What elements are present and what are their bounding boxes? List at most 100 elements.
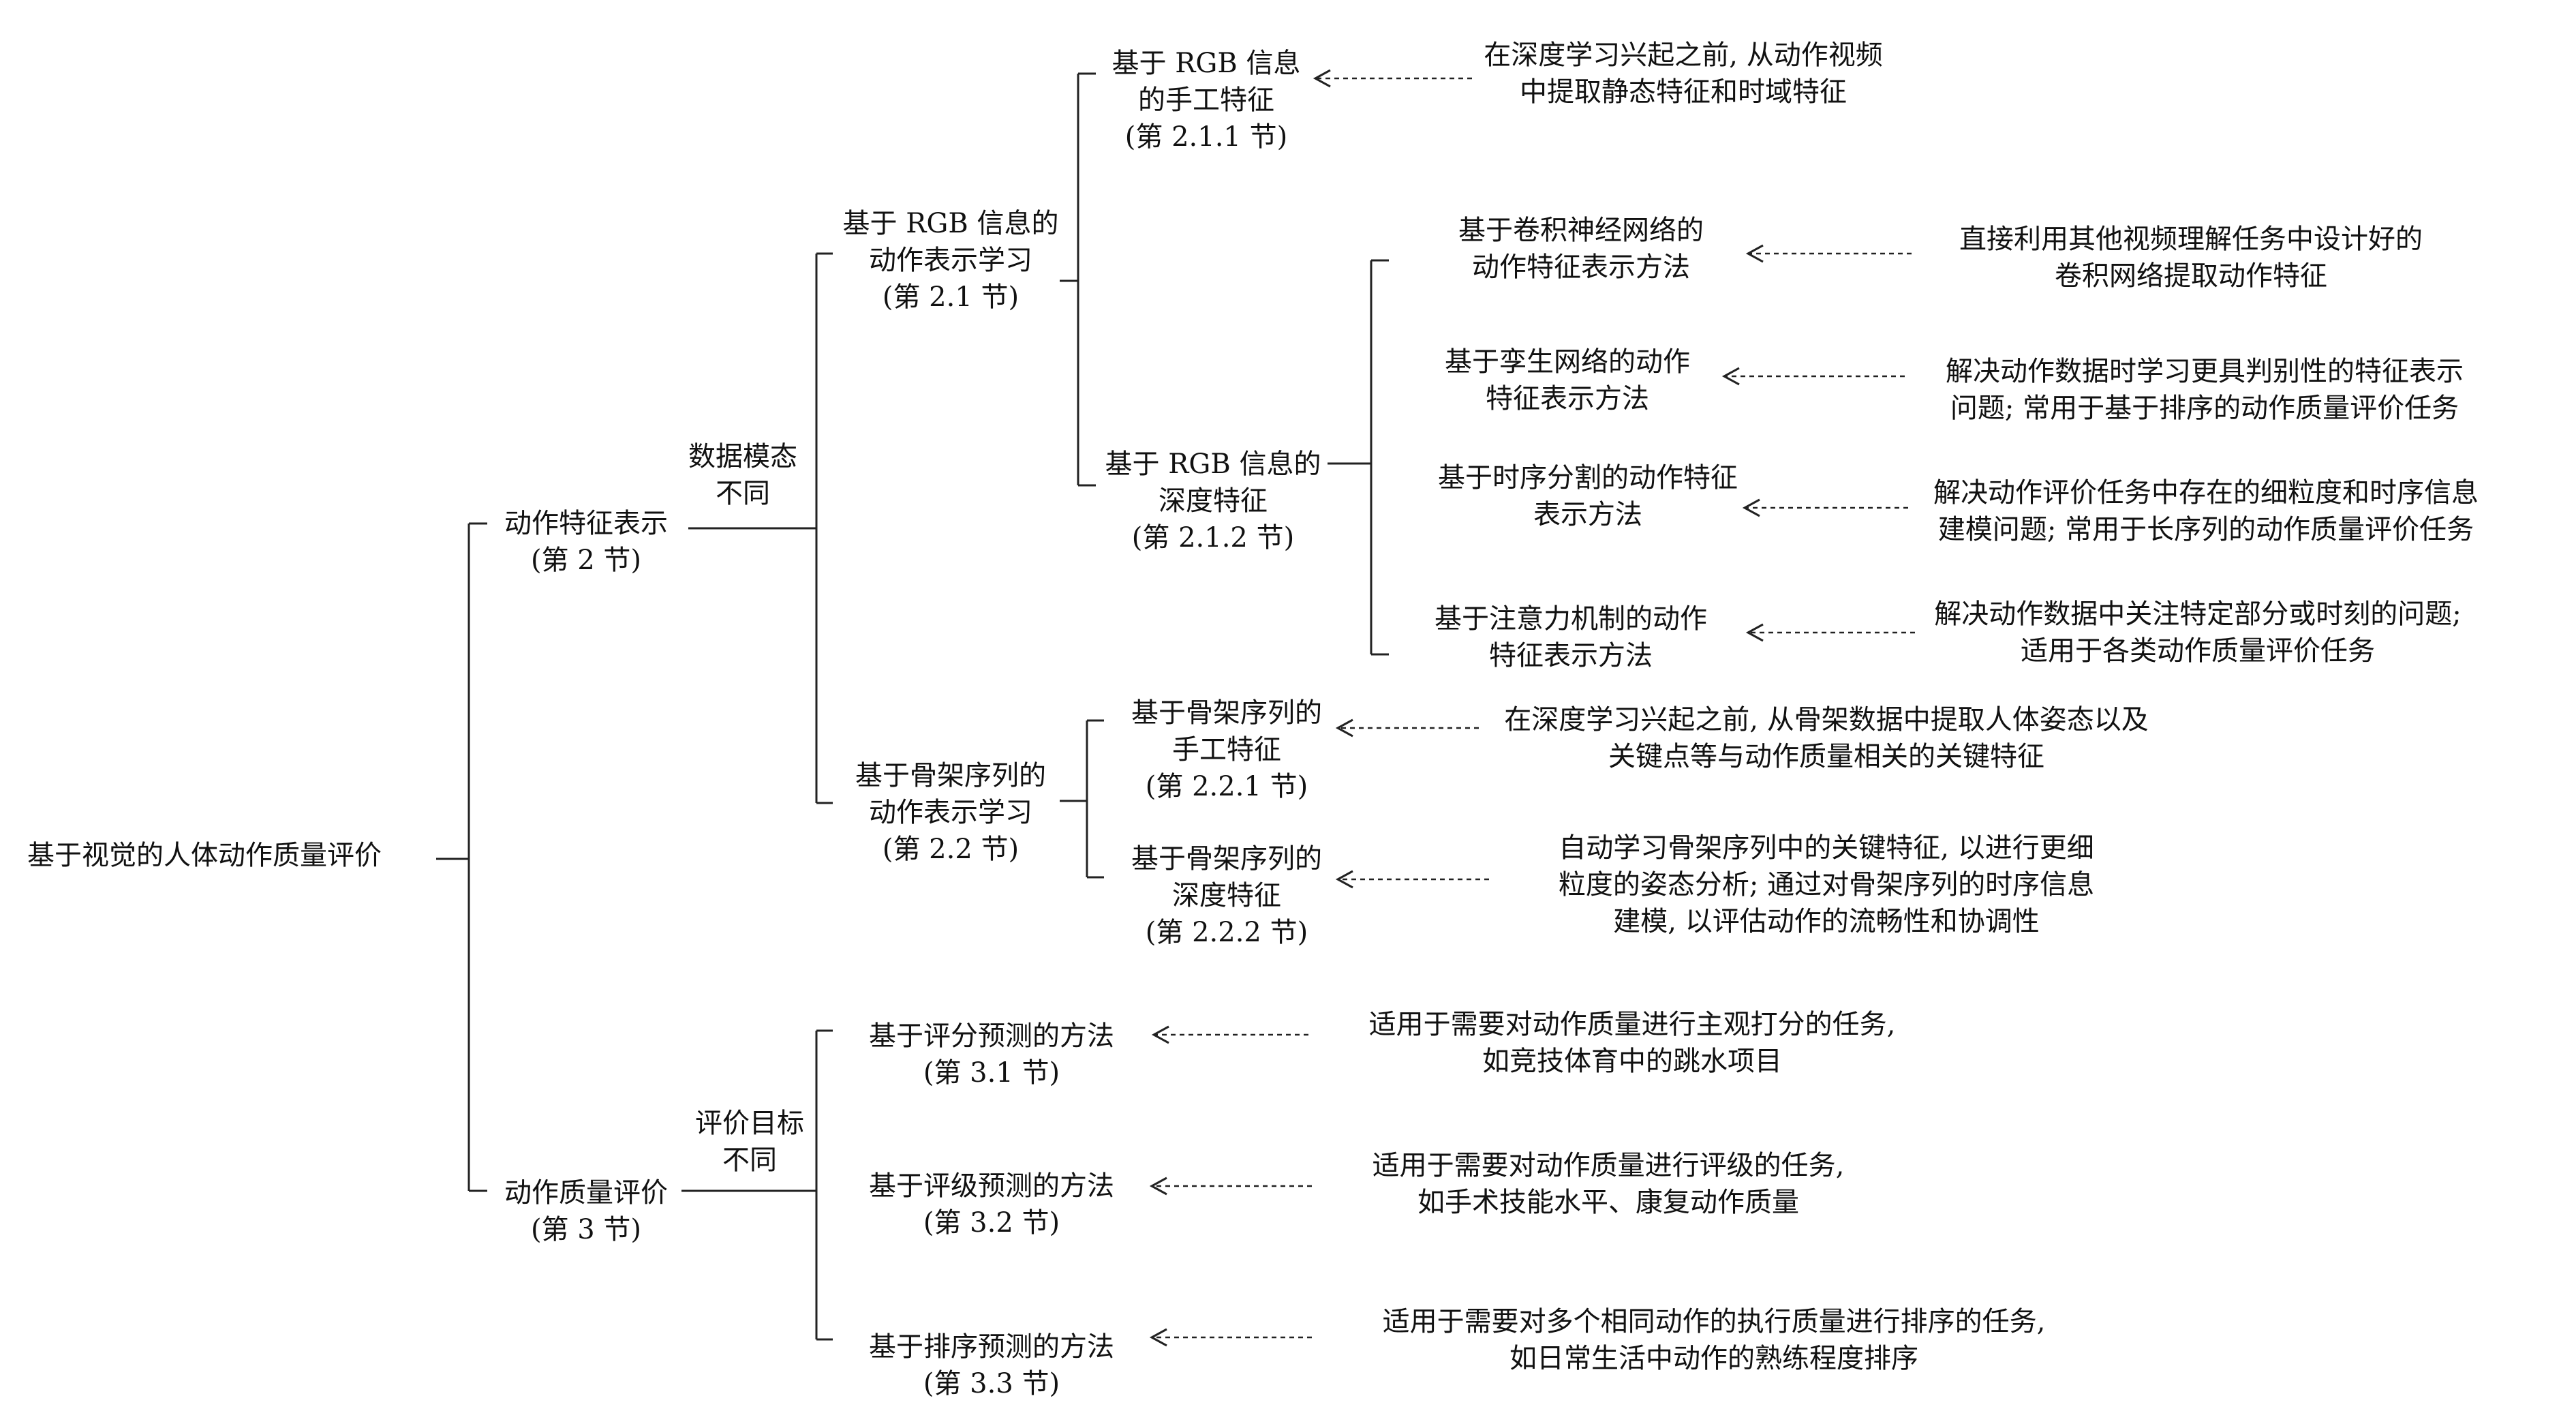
node-line: 评价目标 xyxy=(695,1108,804,1139)
node-line: 动作质量评价 xyxy=(504,1177,668,1209)
node-line: 基于注意力机制的动作 xyxy=(1435,603,1707,635)
cnn-method-note: 直接利用其他视频理解任务中设计好的 卷积网络提取动作特征 xyxy=(1959,221,2423,294)
note-line: 建模, 以评估动作的流畅性和协调性 xyxy=(1613,906,2040,937)
node-line: 基于评级预测的方法 xyxy=(869,1170,1114,1202)
node-line: (第 2.1.1 节) xyxy=(1124,121,1288,153)
skeleton-handcrafted-node: 基于骨架序列的 手工特征 (第 2.2.1 节) xyxy=(1131,695,1322,805)
note-line: 如日常生活中动作的熟练程度排序 xyxy=(1509,1343,1918,1374)
node-line: 特征表示方法 xyxy=(1489,640,1653,671)
siamese-method-node: 基于孪生网络的动作 特征表示方法 xyxy=(1445,344,1690,417)
rank-prediction-note: 适用于需要对多个相同动作的执行质量进行排序的任务, 如日常生活中动作的熟练程度排… xyxy=(1383,1303,2046,1377)
node-line: 基于孪生网络的动作 xyxy=(1445,346,1690,378)
node-line: (第 2 节) xyxy=(530,545,642,576)
note-line: 解决动作数据中关注特定部分或时刻的问题; xyxy=(1934,598,2462,630)
arrow-siamese-head xyxy=(1721,367,1740,386)
note-line: 在深度学习兴起之前, 从动作视频 xyxy=(1484,40,1883,71)
arrow-skeleton-deep-head xyxy=(1335,870,1353,889)
node-line: (第 2.2.2 节) xyxy=(1145,917,1308,948)
note-line: 粒度的姿态分析; 通过对骨架序列的时序信息 xyxy=(1558,869,2095,900)
node-line: (第 2.1 节) xyxy=(882,282,1019,313)
skeleton-deep-note: 自动学习骨架序列中的关键特征, 以进行更细 粒度的姿态分析; 通过对骨架序列的时… xyxy=(1559,830,2094,940)
node-line: 手工特征 xyxy=(1172,734,1281,765)
note-line: 如竞技体育中的跳水项目 xyxy=(1482,1046,1782,1077)
temporal-segmentation-method-note: 解决动作评价任务中存在的细粒度和时序信息 建模问题; 常用于长序列的动作质量评价… xyxy=(1933,474,2479,548)
node-line: 动作表示学习 xyxy=(869,245,1032,276)
quality-evaluation-node: 动作质量评价 (第 3 节) xyxy=(504,1174,668,1248)
note-line: 如手术技能水平、康复动作质量 xyxy=(1417,1187,1799,1218)
root-node: 基于视觉的人体动作质量评价 xyxy=(27,837,382,874)
feature-representation-node: 动作特征表示 (第 2 节) xyxy=(504,505,668,579)
note-line: 建模问题; 常用于长序列的动作质量评价任务 xyxy=(1937,514,2474,545)
attention-method-note: 解决动作数据中关注特定部分或时刻的问题; 适用于各类动作质量评价任务 xyxy=(1934,596,2461,669)
node-line: 深度特征 xyxy=(1159,485,1268,517)
score-prediction-node: 基于评分预测的方法 (第 3.1 节) xyxy=(869,1018,1114,1091)
node-line: 基于排序预测的方法 xyxy=(869,1331,1114,1363)
note-line: 关键点等与动作质量相关的关键特征 xyxy=(1608,741,2044,772)
rgb-deep-node: 基于 RGB 信息的 深度特征 (第 2.1.2 节) xyxy=(1105,446,1321,556)
arrow-score-head xyxy=(1151,1025,1169,1044)
node-line: 基于骨架序列的 xyxy=(1131,697,1322,729)
node-line: 基于骨架序列的 xyxy=(1131,843,1322,875)
node-line: 基于卷积神经网络的 xyxy=(1458,215,1704,246)
note-line: 适用于需要对动作质量进行主观打分的任务, xyxy=(1368,1009,1896,1040)
node-line: 动作表示学习 xyxy=(869,797,1032,828)
skeleton-handcrafted-note: 在深度学习兴起之前, 从骨架数据中提取人体姿态以及 关键点等与动作质量相关的关键… xyxy=(1504,701,2148,775)
cnn-method-node: 基于卷积神经网络的 动作特征表示方法 xyxy=(1458,212,1704,286)
rgb-handcrafted-note: 在深度学习兴起之前, 从动作视频 中提取静态特征和时域特征 xyxy=(1484,37,1882,110)
note-line: 中提取静态特征和时域特征 xyxy=(1520,76,1847,108)
note-line: 自动学习骨架序列中的关键特征, 以进行更细 xyxy=(1559,832,2094,864)
skeleton-representation-node: 基于骨架序列的 动作表示学习 (第 2.2 节) xyxy=(855,757,1046,868)
arrow-cnn-head xyxy=(1745,244,1764,263)
node-line: 的手工特征 xyxy=(1138,85,1274,116)
node-line: 基于评分预测的方法 xyxy=(869,1020,1114,1052)
node-line: 表示方法 xyxy=(1533,499,1642,530)
node-line: (第 3.1 节) xyxy=(923,1057,1060,1089)
node-line: (第 2.1.2 节) xyxy=(1131,522,1295,553)
node-line: 基于 RGB 信息的 xyxy=(1105,449,1321,480)
grade-prediction-node: 基于评级预测的方法 (第 3.2 节) xyxy=(869,1168,1114,1241)
node-line: 基于 RGB 信息的 xyxy=(842,208,1059,239)
root-title: 基于视觉的人体动作质量评价 xyxy=(27,840,382,871)
rgb-representation-node: 基于 RGB 信息的 动作表示学习 (第 2.1 节) xyxy=(843,205,1059,316)
rank-prediction-node: 基于排序预测的方法 (第 3.3 节) xyxy=(869,1329,1114,1402)
node-line: 特征表示方法 xyxy=(1486,383,1649,414)
arrow-rgb-handcrafted-head xyxy=(1313,69,1331,88)
node-line: (第 3.2 节) xyxy=(923,1207,1060,1239)
temporal-segmentation-method-node: 基于时序分割的动作特征 表示方法 xyxy=(1438,459,1738,533)
note-line: 在深度学习兴起之前, 从骨架数据中提取人体姿态以及 xyxy=(1504,704,2149,735)
note-line: 解决动作评价任务中存在的细粒度和时序信息 xyxy=(1933,477,2479,509)
note-line: 解决动作数据时学习更具判别性的特征表示 xyxy=(1946,356,2464,387)
note-line: 适用于各类动作质量评价任务 xyxy=(2020,635,2375,667)
node-line: 深度特征 xyxy=(1172,880,1281,911)
node-line: 数据模态 xyxy=(688,441,797,472)
node-line: (第 2.2 节) xyxy=(882,834,1019,865)
arrow-attention-head xyxy=(1745,623,1764,642)
node-line: 基于时序分割的动作特征 xyxy=(1438,462,1738,494)
criterion-evaluation-goal: 评价目标 不同 xyxy=(695,1105,804,1179)
siamese-method-note: 解决动作数据时学习更具判别性的特征表示 问题; 常用于基于排序的动作质量评价任务 xyxy=(1946,353,2464,427)
note-line: 卷积网络提取动作特征 xyxy=(2055,260,2327,292)
arrow-temporal-head xyxy=(1742,498,1760,517)
node-line: (第 3.3 节) xyxy=(923,1368,1060,1399)
attention-method-node: 基于注意力机制的动作 特征表示方法 xyxy=(1435,601,1707,674)
skeleton-deep-node: 基于骨架序列的 深度特征 (第 2.2.2 节) xyxy=(1131,840,1322,951)
note-line: 适用于需要对多个相同动作的执行质量进行排序的任务, xyxy=(1382,1306,2046,1337)
arrow-rank-head xyxy=(1149,1328,1167,1347)
node-line: 动作特征表示方法 xyxy=(1472,252,1690,283)
arrow-grade-head xyxy=(1149,1177,1167,1196)
node-line: 不同 xyxy=(722,1144,777,1176)
note-line: 直接利用其他视频理解任务中设计好的 xyxy=(1959,224,2423,255)
arrow-skeleton-handcrafted-head xyxy=(1335,718,1353,738)
score-prediction-note: 适用于需要对动作质量进行主观打分的任务, 如竞技体育中的跳水项目 xyxy=(1369,1006,1896,1080)
node-line: (第 3 节) xyxy=(530,1214,642,1245)
rgb-handcrafted-node: 基于 RGB 信息 的手工特征 (第 2.1.1 节) xyxy=(1112,45,1301,155)
node-line: (第 2.2.1 节) xyxy=(1145,771,1308,802)
node-line: 基于 RGB 信息 xyxy=(1111,48,1301,79)
criterion-data-modality: 数据模态 不同 xyxy=(688,438,797,512)
node-line: 不同 xyxy=(716,478,770,509)
note-line: 问题; 常用于基于排序的动作质量评价任务 xyxy=(1950,393,2459,424)
node-line: 基于骨架序列的 xyxy=(855,760,1046,791)
note-line: 适用于需要对动作质量进行评级的任务, xyxy=(1372,1150,1845,1181)
